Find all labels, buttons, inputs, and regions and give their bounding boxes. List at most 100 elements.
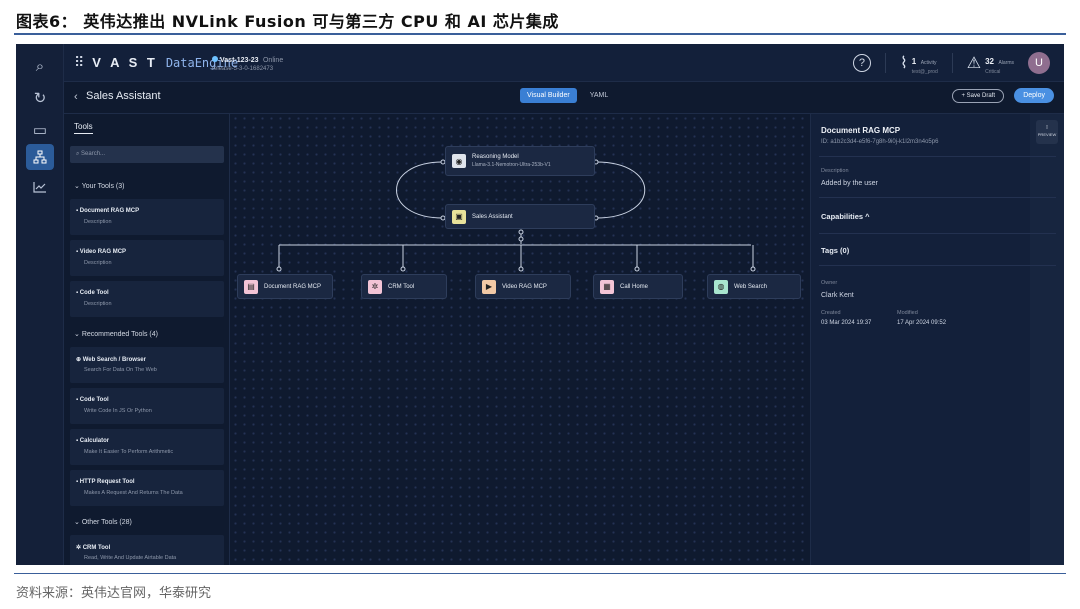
tool-node[interactable]: ◍ Web Search — [707, 274, 801, 299]
section-label: Recommended Tools (4) — [81, 331, 158, 338]
top-bar: ⠿ V A S T DataEngine Vast-123-23 Online … — [64, 44, 1064, 82]
refresh-icon[interactable]: ↻ — [33, 90, 47, 107]
divider — [951, 53, 953, 73]
crm-icon: ✲ — [368, 279, 382, 294]
tool-name: ▪ Document RAG MCP — [76, 208, 140, 214]
tool-card[interactable]: ▪ Document RAG MCP Description — [70, 199, 224, 235]
port-dot — [518, 229, 524, 235]
title-rule — [14, 33, 1066, 35]
tool-name-text: Document RAG MCP — [79, 208, 140, 214]
preview-button[interactable]: ▯PREVIEW — [1036, 120, 1058, 144]
back-icon[interactable]: ‹ — [74, 91, 78, 103]
details-id: ID: a1b2c3d4-e5f6-7g8h-9i0j-k1l2m3n4o5p6 — [821, 139, 939, 145]
search-input[interactable]: ⌕ Search... — [70, 146, 224, 163]
edge-left-loop — [396, 161, 444, 219]
brain-icon: ◉ — [452, 154, 466, 168]
alarms-sub: Critical — [985, 69, 1001, 75]
divider — [819, 156, 1056, 157]
grid-menu-icon[interactable]: ⠿ — [74, 54, 85, 70]
alarms-indicator[interactable]: ⚠ 32 Alarms Critical — [967, 51, 1014, 75]
divider — [819, 233, 1056, 234]
tool-name: ▪ Code Tool — [76, 290, 109, 296]
left-rail: ⌕ ↻ ▭ — [16, 44, 64, 565]
tool-desc: Description — [84, 219, 112, 225]
tab-visual-builder[interactable]: Visual Builder — [520, 88, 577, 103]
org-chart-glyph — [33, 150, 47, 164]
tool-name: ▪ HTTP Request Tool — [76, 479, 135, 485]
created-label: Created — [821, 310, 841, 316]
source-rule — [14, 573, 1066, 574]
tool-name-text: Code Tool — [79, 290, 109, 296]
graph-edges — [276, 159, 756, 272]
tab-yaml[interactable]: YAML — [589, 92, 609, 99]
search-icon[interactable]: ⌕ — [35, 57, 45, 75]
pulse-icon: ⌇ — [899, 55, 908, 72]
deploy-button[interactable]: Deploy — [1014, 88, 1054, 103]
tool-name: ▪ Code Tool — [76, 397, 109, 403]
tool-node[interactable]: ▶ Video RAG MCP — [475, 274, 571, 299]
chart-icon[interactable] — [26, 174, 54, 200]
robot-icon: ▣ — [452, 209, 466, 224]
save-draft-button[interactable]: + Save Draft — [952, 89, 1004, 103]
brand[interactable]: ⠿ V A S T DataEngine — [74, 54, 238, 71]
tab-tools[interactable]: Tools — [74, 122, 93, 134]
tool-name-text: Video RAG MCP — [79, 249, 127, 255]
other-tools-header[interactable]: ⌄ Other Tools (28) — [74, 519, 132, 526]
brand-sub: DataEngine — [165, 55, 239, 70]
agent-label: Sales Assistant — [472, 213, 513, 220]
book-icon[interactable]: ▭ — [32, 122, 48, 139]
modified-label: Modified — [897, 310, 918, 316]
description-value: Added by the user — [821, 180, 878, 187]
tool-desc: Search For Data On The Web — [84, 367, 157, 373]
recommended-tools-header[interactable]: ⌄ Recommended Tools (4) — [74, 331, 158, 338]
mode-tabs: Visual Builder YAML — [520, 88, 615, 103]
activity-indicator[interactable]: ⌇ 1 Activity test@_prod — [900, 51, 938, 75]
activity-count: 1 — [911, 57, 917, 66]
tool-node-label: Video RAG MCP — [502, 283, 547, 290]
divider — [819, 265, 1056, 266]
tool-node[interactable]: ✲ CRM Tool — [361, 274, 447, 299]
edge-drops — [278, 245, 754, 269]
preview-icon: ▯ — [1045, 124, 1049, 129]
tool-name-text: Calculator — [79, 438, 110, 444]
tool-node[interactable]: ▦ Call Home — [593, 274, 683, 299]
page-title: Sales Assistant — [86, 90, 161, 102]
cluster-release: release-5-3-0-1682473 — [212, 66, 274, 72]
capabilities-toggle[interactable]: Capabilities ^ — [821, 212, 870, 221]
agent-node[interactable]: ▣ Sales Assistant — [445, 204, 595, 229]
tool-name: ▪ Calculator — [76, 438, 110, 444]
tool-desc: Make It Easier To Perform Arithmetic — [84, 449, 174, 455]
video-icon: ▶ — [482, 279, 496, 294]
org-chart-icon[interactable] — [26, 144, 54, 170]
tool-desc: Write Code In JS Or Python — [84, 408, 152, 414]
tool-node-label: CRM Tool — [388, 283, 415, 290]
help-icon[interactable]: ? — [852, 54, 871, 72]
tool-desc: Description — [84, 301, 112, 307]
details-panel: ▯PREVIEW Document RAG MCP ID: a1b2c3d4-e… — [810, 114, 1064, 565]
activity-label: Activity — [920, 60, 937, 66]
cluster-status: Online — [262, 57, 284, 64]
avatar[interactable]: U — [1028, 52, 1050, 74]
figure-source: 资料来源：英伟达官网，华泰研究 — [16, 586, 212, 601]
tags-header[interactable]: Tags (0) — [821, 246, 850, 255]
created-value: 03 Mar 2024 19:37 — [821, 320, 872, 326]
tool-node[interactable]: ▤ Document RAG MCP — [237, 274, 333, 299]
your-tools-header[interactable]: ⌄ Your Tools (3) — [74, 183, 125, 190]
cluster-info[interactable]: Vast-123-23 Online release-5-3-0-1682473 — [212, 53, 283, 74]
port-dot — [634, 266, 640, 272]
section-label: Your Tools (3) — [81, 183, 125, 190]
warning-icon: ⚠ — [966, 55, 982, 72]
tool-name: ▪ Video RAG MCP — [76, 249, 127, 255]
divider — [819, 197, 1056, 198]
